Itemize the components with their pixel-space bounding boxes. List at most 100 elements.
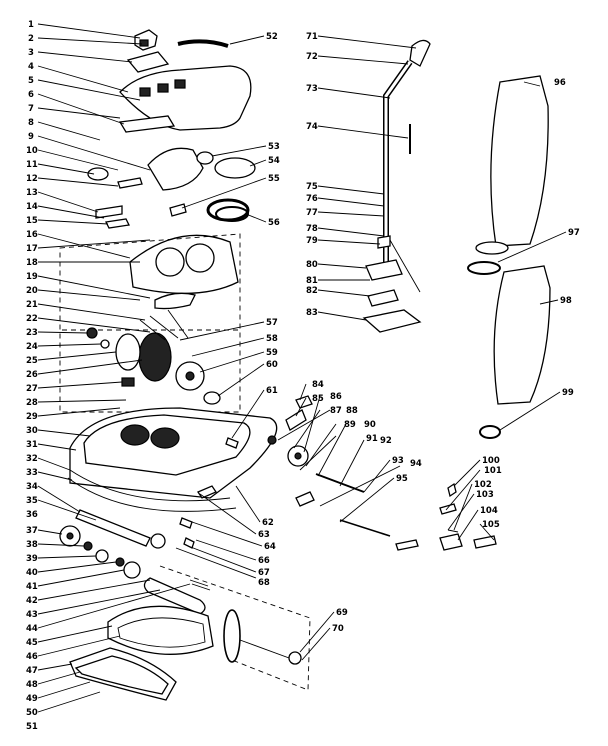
callout: 13 [26,188,38,198]
callout: 39 [26,554,38,564]
callout: 34 [26,482,38,492]
callouts-hardware: 100 101 102 103 104 105 [474,456,502,530]
callout: 94 [410,459,422,469]
callout: 42 [26,596,38,606]
callout: 90 [364,420,376,430]
callout: 74 [306,122,318,132]
callout: 103 [476,490,494,500]
callout: 8 [28,118,34,128]
callout: 67 [258,568,270,578]
callout: 104 [480,506,498,516]
callout: 47 [26,666,38,676]
callout: 97 [568,228,580,238]
callout: 71 [306,32,318,42]
callout: 68 [258,578,270,588]
callout: 51 [26,722,38,732]
callout: 80 [306,260,318,270]
callout: 59 [266,348,278,358]
callout: 28 [26,398,38,408]
callout: 56 [268,218,280,228]
callout: 19 [26,272,38,282]
callout: 102 [474,480,492,490]
callout: 31 [26,440,38,450]
callout: 96 [554,78,566,88]
callout: 45 [26,638,38,648]
callout: 91 [366,434,378,444]
callout: 15 [26,216,38,226]
callout: 33 [26,468,38,478]
callout: 87 [330,406,342,416]
callout: 81 [306,276,318,286]
callout: 12 [26,174,38,184]
callout: 18 [26,258,38,268]
callout: 61 [266,386,278,396]
callout: 11 [26,160,38,170]
callout: 17 [26,244,38,254]
callout: 3 [28,48,34,58]
callout: 93 [392,456,404,466]
parts-artwork [59,29,551,701]
callout: 49 [26,694,38,704]
callout: 5 [28,76,34,86]
callout: 60 [266,360,278,370]
callouts-left: 1 2 3 4 5 6 7 8 9 10 11 12 13 14 15 16 1… [26,20,38,732]
callout: 86 [330,392,342,402]
callout: 100 [482,456,500,466]
callout: 79 [306,236,318,246]
callout: 73 [306,84,318,94]
callout: 4 [28,62,34,72]
callout: 77 [306,208,318,218]
callout: 37 [26,526,38,536]
callout: 23 [26,328,38,338]
callout: 84 [312,380,324,390]
callout: 35 [26,496,38,506]
callout: 29 [26,412,38,422]
callout: 72 [306,52,318,62]
callout: 52 [266,32,278,42]
callout: 95 [396,474,408,484]
leader-lines [37,23,567,713]
callout: 24 [26,342,38,352]
callout: 101 [484,466,502,476]
callout: 26 [26,370,38,380]
callout: 69 [336,608,348,618]
callout: 98 [560,296,572,306]
callout: 2 [28,34,34,44]
callout: 92 [380,436,392,446]
callout: 63 [258,530,270,540]
callout: 78 [306,224,318,234]
callout: 76 [306,194,318,204]
callout: 105 [482,520,500,530]
callout: 21 [26,300,38,310]
callout: 7 [28,104,34,114]
callout: 54 [268,156,280,166]
callout: 85 [312,394,324,404]
callout: 82 [306,286,318,296]
callout: 20 [26,286,38,296]
callout: 64 [264,542,276,552]
callout: 48 [26,680,38,690]
callout: 9 [28,132,34,142]
callout: 46 [26,652,38,662]
callout: 75 [306,182,318,192]
callouts-pedal: 84 85 86 87 88 89 90 91 92 93 94 95 [312,380,422,484]
callout: 41 [26,582,38,592]
callout: 62 [262,518,274,528]
callout: 32 [26,454,38,464]
callout: 1 [28,20,34,30]
callout: 27 [26,384,38,394]
callout: 25 [26,356,38,366]
callout: 40 [26,568,38,578]
callout: 83 [306,308,318,318]
callout: 70 [332,624,344,634]
callout: 58 [266,334,278,344]
callout: 88 [346,406,358,416]
callout: 22 [26,314,38,324]
callout: 16 [26,230,38,240]
callout: 55 [268,174,280,184]
callout: 50 [26,708,38,718]
callout: 30 [26,426,38,436]
callouts-center: 52 53 54 55 56 57 58 59 60 61 62 63 64 6… [258,32,348,634]
callouts-bags: 96 97 98 99 [554,78,580,398]
